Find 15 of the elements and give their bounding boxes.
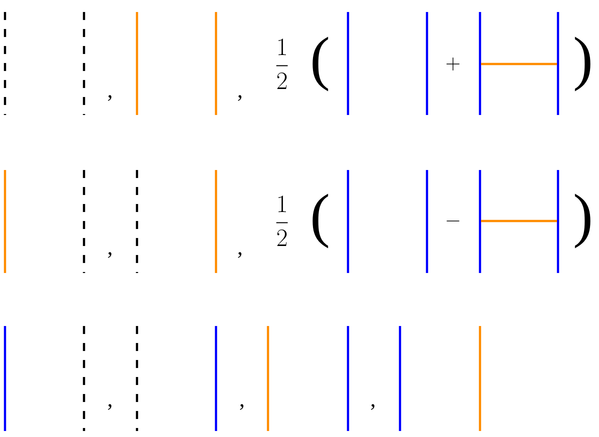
fraction: $\frac{1}{2}$ <box>276 38 288 89</box>
operator-sign: $-$ <box>446 220 460 222</box>
operator-sign: $+$ <box>446 58 460 71</box>
comma: , <box>371 404 374 410</box>
comma: , <box>108 95 112 101</box>
comma: , <box>238 95 242 101</box>
parenthesis: ( <box>312 36 328 92</box>
comma: , <box>240 404 244 410</box>
parenthesis: ) <box>574 194 590 248</box>
comma: , <box>238 252 242 258</box>
comma: , <box>108 404 112 410</box>
parenthesis: ( <box>312 194 328 248</box>
parenthesis: ) <box>574 36 590 92</box>
fraction: $\frac{1}{2}$ <box>276 196 288 246</box>
comma: , <box>108 252 112 258</box>
